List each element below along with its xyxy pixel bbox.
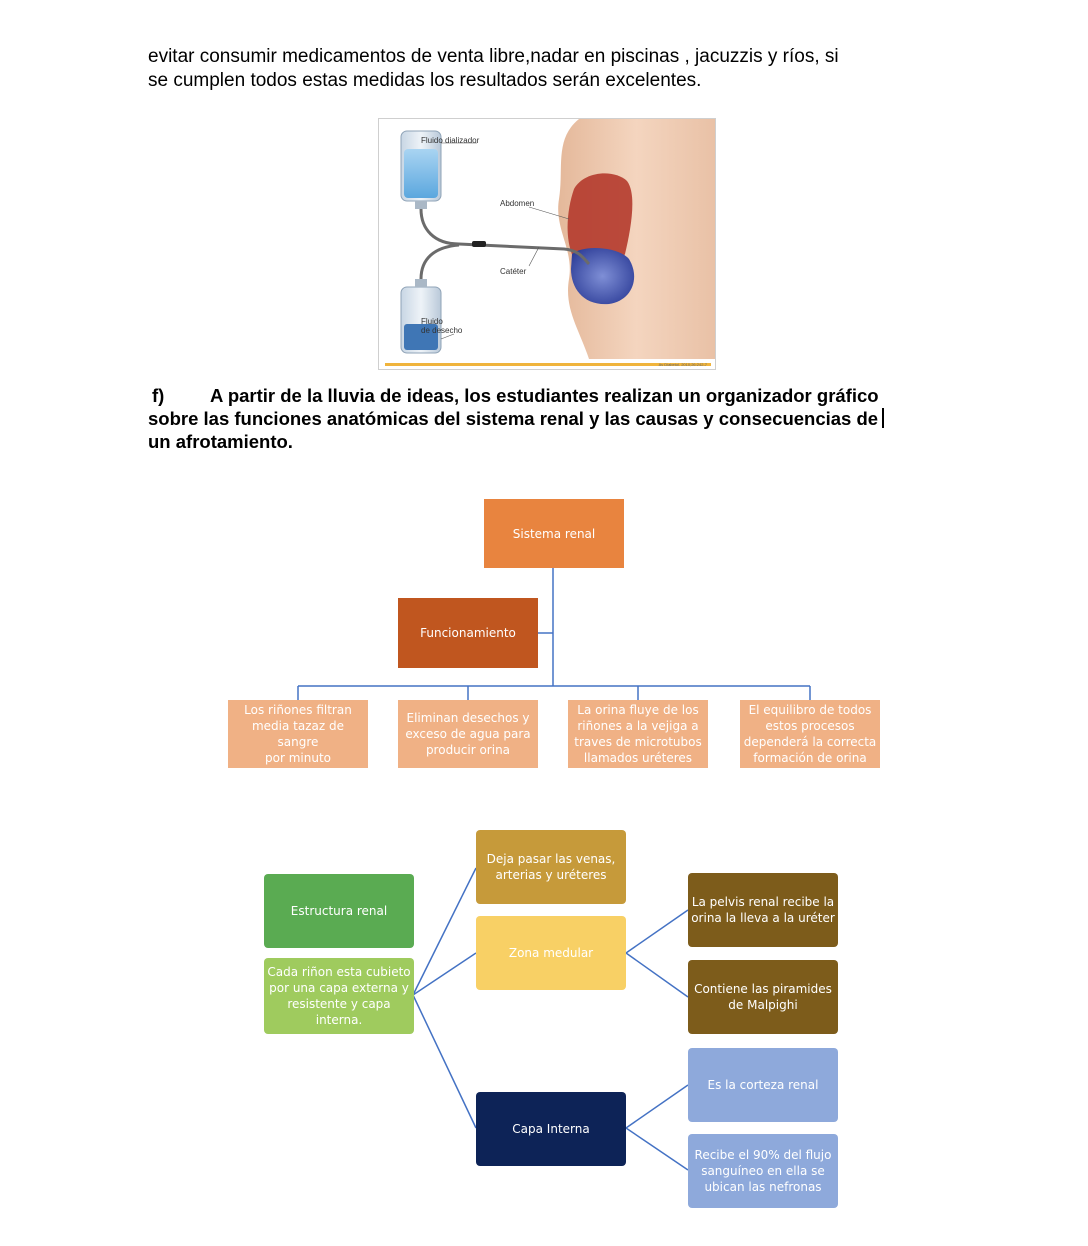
org-branch-funcionamiento: Funcionamiento: [398, 598, 538, 668]
dialysis-drawing: [385, 119, 715, 366]
section-f-label: f): [152, 385, 165, 406]
org-root-sistema-renal: Sistema renal: [484, 499, 624, 568]
section-f-heading: f) A partir de la lluvia de ideas, los es…: [148, 384, 948, 453]
intro-line-1: evitar consumir medicamentos de venta li…: [148, 46, 839, 67]
drain-tube: [419, 243, 460, 280]
tube-connector: [472, 241, 486, 247]
peritoneal-dialysis-illustration: Fluido dializador Abdomen Catéter Fluido…: [378, 118, 716, 370]
dialysate-fluid: [404, 149, 438, 198]
intro-line-2: se cumplen todos estas medidas los resul…: [148, 70, 702, 91]
section-f-line-3: un afrotamiento.: [148, 431, 293, 452]
organ-shape: [567, 173, 633, 266]
mindmap-center-node: Cada riñon esta cubieto por una capa ext…: [264, 958, 414, 1034]
figure-rule: [385, 363, 711, 366]
section-f-line-1: A partir de la lluvia de ideas, los estu…: [210, 385, 879, 406]
org-child-2: Eliminan desechos y exceso de agua para …: [398, 700, 538, 768]
mindmap-node-zona-medular: Zona medular: [476, 916, 626, 990]
section-f-line-2: sobre las funciones anatómicas del siste…: [148, 408, 879, 429]
org-child-4: El equilibro de todos estos procesos dep…: [740, 700, 880, 768]
label-catheter: Catéter: [500, 267, 527, 276]
bag-outlet: [415, 201, 427, 209]
catheter-tube: [419, 208, 591, 266]
mindmap-node-corteza: Es la corteza renal: [688, 1048, 838, 1122]
waste-bag-inlet: [415, 279, 427, 287]
mindmap-title-estructura-renal: Estructura renal: [264, 874, 414, 948]
label-waste-fluid: Fluido de desecho: [421, 317, 463, 335]
mindmap-node-venas: Deja pasar las venas, arterias y urétere…: [476, 830, 626, 904]
waste-fluid: [404, 324, 438, 350]
mindmap-node-pelvis-renal: La pelvis renal recibe la orina la lleva…: [688, 873, 838, 947]
org-child-1: Los riñones filtran media tazaz de sangr…: [228, 700, 368, 768]
label-fluid-dialyzer: Fluido dializador: [421, 136, 480, 145]
text-cursor: [882, 408, 885, 428]
org-child-3: La orina fluye de los riñones a la vejig…: [568, 700, 708, 768]
mindmap-node-piramides: Contiene las piramides de Malpighi: [688, 960, 838, 1034]
label-abdomen: Abdomen: [500, 199, 535, 208]
intro-paragraph: evitar consumir medicamentos de venta li…: [148, 45, 948, 93]
mindmap-node-capa-interna: Capa Interna: [476, 1092, 626, 1166]
mindmap-node-flujo: Recibe el 90% del flujo sanguíneo en ell…: [688, 1134, 838, 1208]
figure-credit: Av Diabetol. 2010;26:242-7: [658, 362, 707, 367]
